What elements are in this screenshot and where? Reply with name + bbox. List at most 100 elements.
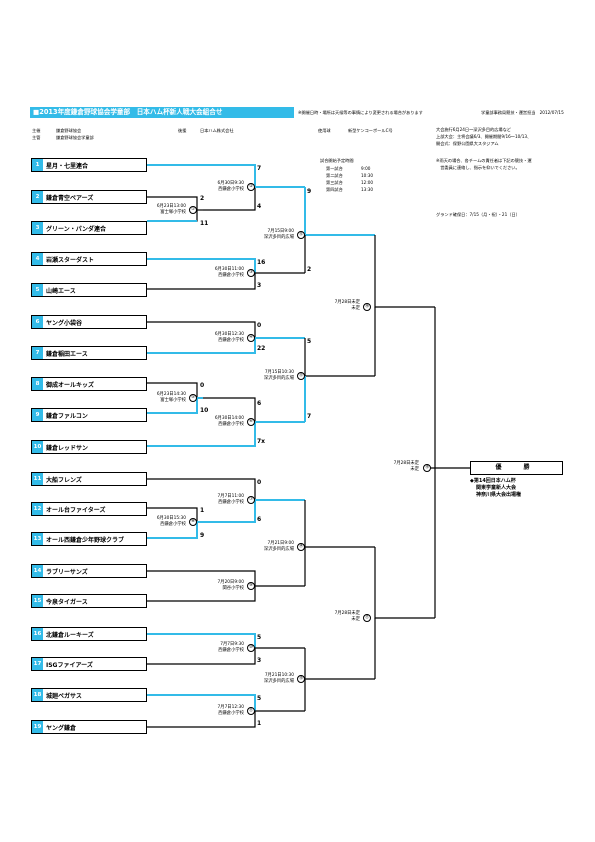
game-number: ③ [247,269,255,277]
team-number: 12 [32,503,43,515]
game-date: 6月23日13:00 [156,204,186,209]
score: 1 [257,720,262,727]
schedule-label-2: 第二試合 [326,173,343,178]
score: 9 [307,188,312,195]
score: 16 [257,259,266,266]
score: 5 [307,338,312,345]
team-name: ラブリーサンズ [46,568,88,576]
game-number: ⑤ [189,394,197,402]
team-name: 岩瀬スターダスト [46,256,95,264]
game-number: ⑭ [297,543,305,551]
game-place: 西鎌倉小学校 [218,421,244,427]
score: 6 [257,516,262,523]
score: 6 [257,400,262,407]
team-name: オール台ファイターズ [46,506,106,514]
game-number: ⑱ [423,464,431,472]
info-line-2: 上部大会：主将会議6/3、開催期間9/16～10/13、 [436,134,532,139]
game-date: 7月28日未定 [393,461,419,466]
score: 7x [257,438,266,445]
game-place: 未定 [351,616,360,622]
score: 3 [257,282,262,289]
team-name: 北鎌倉ルーキーズ [46,631,94,639]
team-name: 鎌倉青空ベアーズ [46,194,94,202]
game-place: 関谷小学校 [222,585,244,591]
score: 7 [307,413,312,420]
team-number: 17 [32,658,43,670]
game-number: ⑬ [297,372,305,380]
game-place: 西鎌倉小学校 [218,337,244,343]
cohost-label: 主管 [32,135,41,140]
schedule-label-1: 第一試合 [326,166,343,171]
team-name: 山崎エース [46,287,76,295]
score: 3 [257,657,262,664]
cohost-name: 鎌倉野球協会学童部 [56,135,94,140]
game-number: ⑯ [363,303,371,311]
ground-dates: グランド確保日：7/15（月・祝）・21（日） [436,212,520,217]
game-date: 6月30日15:30 [156,516,186,521]
schedule-label-4: 第四試合 [326,187,343,192]
schedule-time-3: 12:00 [361,180,374,185]
game-date: 7月21日10:30 [264,673,294,678]
team-name: ISGファイアーズ [46,661,93,669]
game-info: 7月28日未定未定 [318,611,360,622]
score: 7 [257,165,262,172]
score: 2 [307,266,312,273]
game-date: 7月7日9:30 [220,642,244,647]
team-number: 6 [32,316,43,328]
game-date: 7月7日11:00 [217,494,244,499]
game-number: ⑫ [297,231,305,239]
host-name: 鎌倉野球協会 [56,128,82,133]
team-number: 4 [32,253,43,265]
champion-box: 優 勝 [470,461,563,475]
score: 1 [200,507,205,514]
schedule-label-3: 第三試合 [326,180,343,185]
game-place: 深沢多目的広場 [263,678,294,684]
score: 0 [257,322,262,329]
game-place: 深沢多目的広場 [263,234,294,240]
score: 22 [257,345,266,352]
team-number: 13 [32,533,43,545]
game-number: ① [189,206,197,214]
score: 9 [200,532,205,539]
game-date: 6月30日9:30 [217,181,244,186]
team-number: 16 [32,628,43,640]
score: 11 [200,220,209,227]
game-date: 6月30日14:00 [214,416,244,421]
ball-name: 新型ケンコーボールC号 [348,128,393,133]
game-number: ② [247,183,255,191]
rain-note-2: 営委員に連絡し、指示を仰いでください。 [436,165,520,170]
score: 10 [200,407,209,414]
game-place: 富士塚小学校 [160,397,186,403]
schedule-time-1: 9:00 [361,166,371,171]
team-number: 14 [32,565,43,577]
team-number: 8 [32,378,43,390]
game-info: 7月28日未定未定 [377,461,419,472]
game-number: ⑩ [247,644,255,652]
prize-line-2: 関東学童新人大会 [476,485,517,491]
game-date: 6月30日12:30 [214,332,244,337]
game-number: ⑪ [247,707,255,715]
team-name: 御成オールキッズ [46,381,95,389]
team-name: 星月・七里連合 [46,162,89,170]
score: 0 [200,382,205,389]
